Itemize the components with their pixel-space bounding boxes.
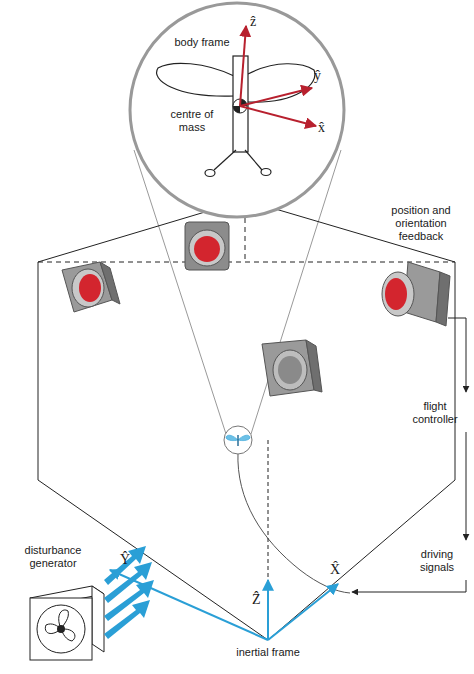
frame-label: body frame — [172, 36, 232, 49]
axis-label: ẑ — [250, 14, 266, 30]
axis-label: Ŷ — [120, 552, 136, 568]
signal-label: driving signals — [404, 548, 470, 574]
robot-detail — [157, 56, 315, 177]
arena-frame — [38, 200, 455, 640]
robot-icon — [226, 435, 250, 446]
disturbance-generator — [30, 586, 104, 660]
camera — [185, 222, 229, 270]
wind-arrows — [104, 546, 154, 639]
body-frame-axes — [240, 26, 316, 126]
camera — [62, 262, 120, 312]
zoom-spot — [224, 426, 252, 454]
axis-label: ŷ — [314, 68, 330, 84]
signal-label: position and orientation feedback — [374, 204, 468, 243]
point-label: centre of mass — [160, 108, 224, 134]
axis-label: Ẑ — [252, 592, 268, 608]
block-label: flight controller — [400, 400, 470, 426]
camera — [382, 262, 450, 326]
axis-label: X̂ — [330, 562, 348, 578]
axis-label: x̂ — [318, 120, 334, 136]
device-label: disturbance generator — [14, 544, 92, 570]
trajectory — [238, 452, 350, 593]
magnifier — [130, 3, 344, 217]
frame-label: inertial frame — [236, 646, 300, 659]
camera — [262, 340, 322, 396]
